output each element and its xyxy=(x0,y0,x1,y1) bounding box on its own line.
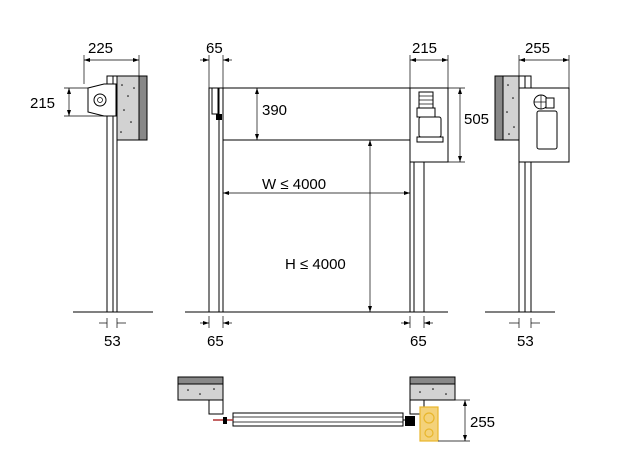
right-wall-block xyxy=(502,75,520,141)
front-bottom-left-width-label: 65 xyxy=(207,333,224,350)
plan-drum xyxy=(232,412,404,427)
front-view: 65 215 390 505 W ≤ 4000 H ≤ 4000 xyxy=(185,40,489,350)
front-top-left-width-label: 65 xyxy=(206,40,223,57)
left-bottom-gap-label: 53 xyxy=(104,333,121,350)
plan-motor-icon xyxy=(419,406,439,442)
front-bottom-right-width-label: 65 xyxy=(410,333,427,350)
plan-right-wall xyxy=(409,383,456,401)
door-header xyxy=(222,87,411,141)
header-height-label: 390 xyxy=(262,102,287,119)
right-side-view: 255 53 xyxy=(485,40,570,350)
right-top-width-label: 255 xyxy=(525,40,550,57)
right-bottom-gap-label: 53 xyxy=(517,333,534,350)
front-top-right-width-label: 215 xyxy=(412,40,437,57)
motor-icon xyxy=(418,116,442,138)
height-label: H ≤ 4000 xyxy=(285,256,346,273)
plan-depth-label: 255 xyxy=(470,414,495,431)
plan-left-wall xyxy=(177,383,224,401)
plan-view: 255 xyxy=(177,376,495,442)
left-top-width-label: 225 xyxy=(88,40,113,57)
motor-side-height-label: 505 xyxy=(464,111,489,128)
left-wall-block xyxy=(116,75,140,141)
left-side-view: 225 215 53 xyxy=(30,40,153,350)
drum-icon xyxy=(93,93,107,107)
width-label: W ≤ 4000 xyxy=(262,176,326,193)
left-side-height-label: 215 xyxy=(30,95,55,112)
